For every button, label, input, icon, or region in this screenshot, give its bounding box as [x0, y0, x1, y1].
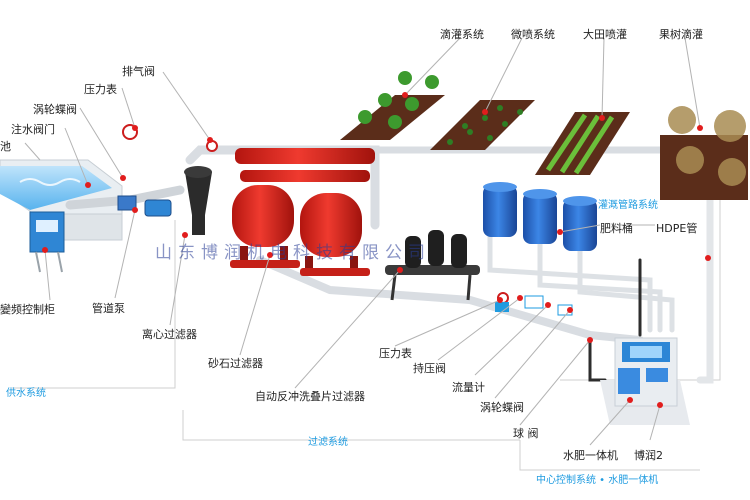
disc-filter-unit — [385, 230, 480, 301]
label-field-spray: 大田喷灌 — [583, 28, 627, 41]
label-fert-tank: 肥料桶 — [600, 222, 633, 235]
field-micro-spray — [430, 100, 535, 150]
label-turbine-valve-top: 涡轮蝶阀 — [33, 103, 77, 116]
watermark: 山东博润机电科技有限公司 — [155, 243, 431, 263]
label-holding-valve: 持压阀 — [413, 362, 446, 375]
fertilizer-barrels — [483, 182, 597, 251]
label-pressure-gauge-bottom: 压力表 — [379, 347, 412, 360]
downstream-valves — [495, 292, 573, 316]
leader-lines — [24, 37, 701, 446]
label-filter-system: 过滤系统 — [308, 437, 348, 448]
label-irrigation-network: 灌溉管路系统 — [598, 200, 658, 211]
label-brand: 博润2 — [634, 449, 663, 462]
label-auto-disc-filter: 自动反冲洗叠片过滤器 — [255, 390, 365, 403]
label-pipe-pump: 管道泵 — [92, 302, 125, 315]
label-turbine-valve-bottom: 涡轮蝶阀 — [480, 401, 524, 414]
label-vfd-cabinet: 變频控制柜 — [0, 303, 55, 316]
label-pool: 池 — [0, 140, 11, 153]
label-exhaust-valve: 排气阀 — [122, 65, 155, 78]
vfd-cabinet-unit — [29, 211, 65, 273]
label-supply-system: 供水系统 — [6, 388, 46, 399]
label-drip-system: 滴灌系统 — [440, 28, 484, 41]
sand-filter-tanks — [230, 148, 375, 276]
label-ball-valve: 球 阀 — [513, 427, 539, 440]
label-sand-filter: 砂石过滤器 — [208, 357, 263, 370]
label-flow-meter: 流量计 — [452, 381, 485, 394]
marker-dots — [42, 92, 711, 408]
label-orchard-drip: 果树滴灌 — [659, 28, 703, 41]
label-micro-spray-system: 微喷系统 — [511, 28, 555, 41]
label-centrifugal-filter: 离心过滤器 — [142, 328, 197, 341]
centrifugal-filter-unit — [184, 166, 212, 235]
field-drip — [340, 71, 445, 140]
label-integrated-machine: 水肥一体机 — [563, 449, 618, 462]
fertigation-machine — [600, 337, 690, 425]
label-hdpe: HDPE管 — [656, 222, 698, 235]
label-pressure-gauge-top: 压力表 — [84, 83, 117, 96]
label-central-control: 中心控制系统 • 水肥一体机 — [536, 475, 659, 486]
label-water-inlet-valve: 注水阀门 — [11, 123, 55, 136]
field-spray — [535, 112, 630, 175]
field-orchard — [660, 106, 748, 200]
